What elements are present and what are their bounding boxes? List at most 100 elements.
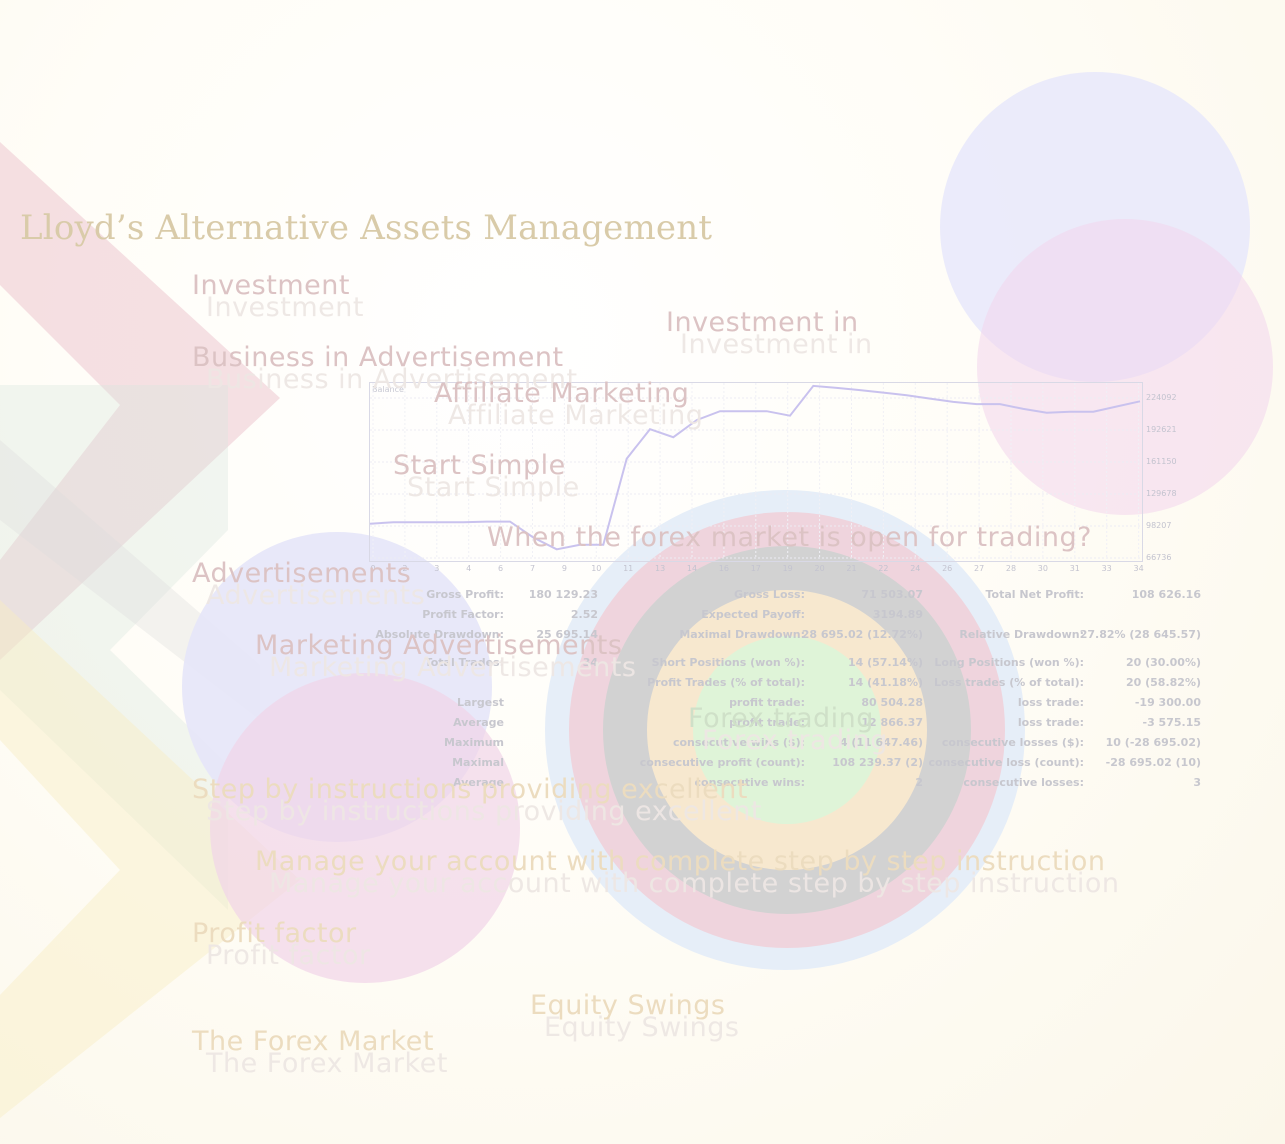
stat-value: 25 695.14 xyxy=(536,628,598,641)
label-step-by: Step by instructions providing excellent… xyxy=(192,774,762,827)
chart-x-tick: 17 xyxy=(750,564,761,573)
stat-value: 3194.89 xyxy=(872,608,923,621)
stat-value: 12 866.37 xyxy=(861,716,923,729)
stat-label: Absolute Drawdown: xyxy=(375,628,504,641)
chart-x-tick: 16 xyxy=(718,564,729,573)
stat-label: Short Positions (won %): xyxy=(651,656,805,669)
chart-y-tick: 224092 xyxy=(1146,393,1177,402)
stat-value: 80 504.28 xyxy=(861,696,923,709)
chart-x-tick: 33 xyxy=(1101,564,1112,573)
chart-x-tick: 6 xyxy=(498,564,504,573)
stat-label: Maximal Drawdown: xyxy=(679,628,805,641)
chart-x-tick: 20 xyxy=(814,564,825,573)
chart-x-tick: 26 xyxy=(942,564,953,573)
stat-value: 71 503.07 xyxy=(861,588,923,601)
pink-chevron xyxy=(0,142,280,660)
stat-value: 14 (41.18%) xyxy=(847,676,923,689)
stat-label: consecutive loss (count): xyxy=(928,756,1084,769)
stat-label: Profit Trades (% of total): xyxy=(647,676,805,689)
chart-x-tick: 7 xyxy=(529,564,536,573)
stat-value: 2 xyxy=(915,776,923,789)
stat-value: 2.52 xyxy=(570,608,598,621)
pink-circle-left xyxy=(210,673,520,983)
stat-value: -3 575.15 xyxy=(1142,716,1202,729)
stat-label: Profit Factor: xyxy=(422,608,504,621)
stat-label: Average xyxy=(453,776,504,789)
stat-value: 20 (58.82%) xyxy=(1125,676,1201,689)
stat-label: profit trade: xyxy=(729,696,805,709)
chart-x-tick: 30 xyxy=(1037,564,1048,573)
stat-value: 20 (30.00%) xyxy=(1125,656,1201,669)
chart-x-tick: 2 xyxy=(402,564,408,573)
chart-title: Balance xyxy=(372,385,404,394)
stat-label: loss trade: xyxy=(1017,716,1084,729)
chart-x-tick: 4 xyxy=(466,564,472,573)
stat-label: Total Trades: xyxy=(424,656,504,669)
stat-label: Average xyxy=(453,716,504,729)
stat-label: Gross Loss: xyxy=(734,588,805,601)
chart-y-tick: 66736 xyxy=(1146,553,1172,562)
stat-value: 14 (57.14%) xyxy=(847,656,923,669)
stat-value: 108 626.16 xyxy=(1131,588,1201,601)
label-forex-open: When the forex market is open for tradin… xyxy=(487,522,1092,553)
stat-label: Maximum xyxy=(444,736,504,749)
stat-label: consecutive wins: xyxy=(694,776,805,789)
stat-value: 180 129.23 xyxy=(528,588,598,601)
chart-y-tick: 98207 xyxy=(1146,521,1172,530)
chart-x-tick: 3 xyxy=(434,564,440,573)
chart-x-tick: 14 xyxy=(686,564,698,573)
stat-value: 27.82% (28 645.57) xyxy=(1079,628,1201,641)
stat-value: 4 (11 647.46) xyxy=(839,736,923,749)
stat-value: -28 695.02 (10) xyxy=(1105,756,1201,769)
stat-label: profit trade: xyxy=(729,716,805,729)
chart-x-tick: 24 xyxy=(910,564,921,573)
chart-x-tick: 27 xyxy=(974,564,985,573)
stat-value: 10 (-28 695.02) xyxy=(1105,736,1201,749)
chart-y-tick: 161150 xyxy=(1146,457,1177,466)
chart-x-tick: 21 xyxy=(846,564,857,573)
stat-value: -19 300.00 xyxy=(1134,696,1201,709)
stat-label: consecutive wins ($): xyxy=(672,736,805,749)
stat-label: Loss trades (% of total): xyxy=(933,676,1084,689)
balance-chart xyxy=(369,382,1143,562)
yellow-chevron xyxy=(0,600,300,1118)
chart-x-tick: 9 xyxy=(561,564,567,573)
stat-value: 3 xyxy=(1193,776,1201,789)
pink-circle xyxy=(977,219,1273,515)
chart-x-tick: 0 xyxy=(370,564,376,573)
stat-label: Expected Payoff: xyxy=(701,608,805,621)
chart-x-tick: 22 xyxy=(878,564,889,573)
stat-label: consecutive losses: xyxy=(963,776,1084,789)
chart-x-tick: 19 xyxy=(782,564,793,573)
chart-x-tick: 34 xyxy=(1133,564,1144,573)
stat-value: 34 xyxy=(582,656,598,669)
chart-y-tick: 129678 xyxy=(1146,489,1177,498)
stat-value: 28 695.02 (12.72%) xyxy=(801,628,923,641)
site-title: Lloyd’s Alternative Assets Management xyxy=(20,208,713,248)
stat-label: Largest xyxy=(457,696,504,709)
chart-x-tick: 10 xyxy=(591,564,602,573)
chart-x-tick: 31 xyxy=(1069,564,1080,573)
stat-label: consecutive losses ($): xyxy=(941,736,1084,749)
stat-label: Relative Drawdown: xyxy=(959,628,1084,641)
stat-label: Gross Profit: xyxy=(426,588,504,601)
stat-value: 108 239.37 (2) xyxy=(832,756,923,769)
label-manage: Manage your account with complete step b… xyxy=(255,846,1120,899)
chart-y-tick: 192621 xyxy=(1146,425,1177,434)
chart-x-tick: 13 xyxy=(655,564,666,573)
stat-label: Total Net Profit: xyxy=(985,588,1085,601)
stat-label: loss trade: xyxy=(1017,696,1084,709)
